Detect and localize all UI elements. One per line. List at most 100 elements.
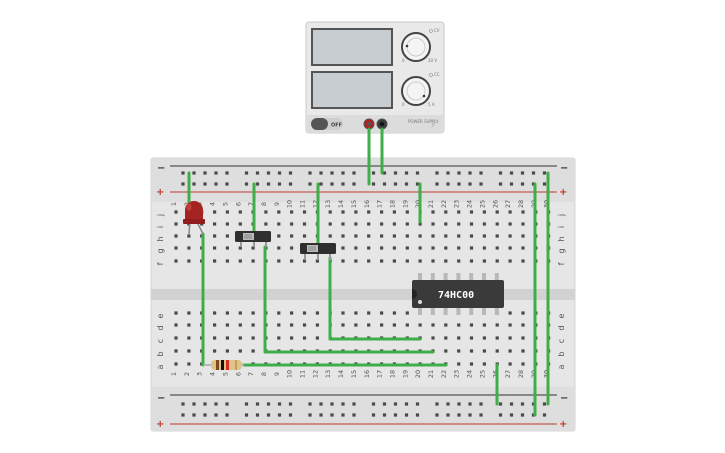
breadboard-hole[interactable] — [225, 336, 229, 340]
breadboard-hole[interactable] — [508, 349, 512, 353]
breadboard-hole[interactable] — [521, 336, 525, 340]
breadboard-hole[interactable] — [495, 222, 499, 226]
breadboard-hole[interactable] — [214, 171, 218, 175]
breadboard-hole[interactable] — [352, 171, 356, 175]
breadboard-hole[interactable] — [187, 323, 191, 327]
breadboard-hole[interactable] — [418, 323, 422, 327]
breadboard-hole[interactable] — [431, 234, 435, 238]
breadboard-hole[interactable] — [495, 349, 499, 353]
breadboard-hole[interactable] — [367, 323, 371, 327]
breadboard-hole[interactable] — [352, 402, 356, 406]
breadboard-hole[interactable] — [371, 171, 376, 175]
breadboard-hole[interactable] — [520, 402, 525, 406]
led[interactable] — [183, 201, 205, 235]
breadboard-hole[interactable] — [244, 402, 249, 406]
breadboard-hole[interactable] — [404, 413, 409, 417]
breadboard-hole[interactable] — [187, 311, 191, 315]
breadboard-hole[interactable] — [174, 259, 178, 263]
breadboard-hole[interactable] — [521, 210, 525, 214]
breadboard-hole[interactable] — [187, 259, 191, 263]
breadboard-hole[interactable] — [404, 171, 409, 175]
breadboard-hole[interactable] — [542, 413, 547, 417]
breadboard-hole[interactable] — [542, 171, 547, 175]
breadboard-hole[interactable] — [415, 413, 420, 417]
breadboard-hole[interactable] — [181, 171, 185, 175]
breadboard-hole[interactable] — [255, 413, 260, 417]
breadboard-hole[interactable] — [469, 222, 474, 226]
breadboard-hole[interactable] — [495, 323, 499, 327]
breadboard-hole[interactable] — [508, 234, 512, 238]
breadboard-hole[interactable] — [498, 402, 503, 406]
breadboard-hole[interactable] — [213, 336, 217, 340]
breadboard-hole[interactable] — [277, 311, 281, 315]
breadboard-hole[interactable] — [174, 362, 178, 366]
breadboard-hole[interactable] — [468, 182, 472, 186]
breadboard-hole[interactable] — [382, 402, 387, 406]
breadboard-hole[interactable] — [393, 171, 398, 175]
breadboard-hole[interactable] — [444, 210, 448, 214]
breadboard-hole[interactable] — [290, 259, 294, 263]
breadboard-hole[interactable] — [319, 402, 323, 406]
breadboard-hole[interactable] — [521, 311, 525, 315]
breadboard-hole[interactable] — [341, 171, 345, 175]
breadboard-hole[interactable] — [203, 402, 207, 406]
breadboard-hole[interactable] — [495, 259, 499, 263]
breadboard-hole[interactable] — [431, 210, 435, 214]
breadboard-hole[interactable] — [415, 402, 420, 406]
breadboard-hole[interactable] — [315, 336, 319, 340]
breadboard-hole[interactable] — [192, 413, 196, 417]
breadboard-hole[interactable] — [479, 182, 483, 186]
breadboard-hole[interactable] — [444, 259, 448, 263]
breadboard-hole[interactable] — [308, 171, 312, 175]
ic-pin[interactable] — [469, 273, 474, 281]
breadboard-hole[interactable] — [380, 259, 384, 263]
breadboard-hole[interactable] — [302, 323, 307, 327]
voltage-knob[interactable] — [401, 32, 431, 62]
breadboard-hole[interactable] — [238, 222, 242, 226]
breadboard-hole[interactable] — [277, 413, 282, 417]
breadboard-hole[interactable] — [266, 171, 271, 175]
breadboard-hole[interactable] — [328, 222, 332, 226]
breadboard-hole[interactable] — [457, 259, 461, 263]
breadboard-hole[interactable] — [521, 222, 525, 226]
breadboard-hole[interactable] — [457, 246, 461, 250]
breadboard-hole[interactable] — [469, 336, 474, 340]
breadboard-hole[interactable] — [415, 171, 420, 175]
breadboard-hole[interactable] — [380, 222, 384, 226]
breadboard-hole[interactable] — [382, 171, 387, 175]
breadboard-hole[interactable] — [181, 413, 185, 417]
breadboard-hole[interactable] — [508, 259, 512, 263]
breadboard-hole[interactable] — [469, 349, 474, 353]
breadboard-hole[interactable] — [288, 171, 293, 175]
breadboard-hole[interactable] — [457, 362, 461, 366]
breadboard-hole[interactable] — [213, 311, 217, 315]
breadboard-hole[interactable] — [225, 402, 229, 406]
breadboard-hole[interactable] — [469, 323, 474, 327]
breadboard-hole[interactable] — [319, 171, 323, 175]
breadboard-hole[interactable] — [367, 234, 371, 238]
breadboard-hole[interactable] — [319, 413, 323, 417]
breadboard-hole[interactable] — [288, 182, 293, 186]
breadboard-hole[interactable] — [255, 402, 260, 406]
breadboard-hole[interactable] — [405, 234, 409, 238]
breadboard-hole[interactable] — [255, 182, 260, 186]
breadboard-hole[interactable] — [482, 323, 486, 327]
breadboard-hole[interactable] — [435, 182, 439, 186]
breadboard-hole[interactable] — [181, 182, 185, 186]
breadboard-hole[interactable] — [520, 171, 525, 175]
ic-pin[interactable] — [418, 273, 422, 281]
breadboard-hole[interactable] — [367, 246, 371, 250]
breadboard-hole[interactable] — [482, 210, 486, 214]
breadboard-hole[interactable] — [405, 323, 409, 327]
breadboard-hole[interactable] — [509, 413, 514, 417]
breadboard-hole[interactable] — [542, 402, 547, 406]
breadboard-hole[interactable] — [288, 402, 293, 406]
breadboard-hole[interactable] — [302, 311, 307, 315]
ic-pin[interactable] — [443, 307, 448, 315]
breadboard-hole[interactable] — [315, 259, 319, 263]
breadboard-hole[interactable] — [330, 402, 334, 406]
breadboard-hole[interactable] — [446, 413, 450, 417]
breadboard-hole[interactable] — [405, 246, 409, 250]
breadboard-hole[interactable] — [382, 182, 387, 186]
breadboard-hole[interactable] — [482, 234, 486, 238]
